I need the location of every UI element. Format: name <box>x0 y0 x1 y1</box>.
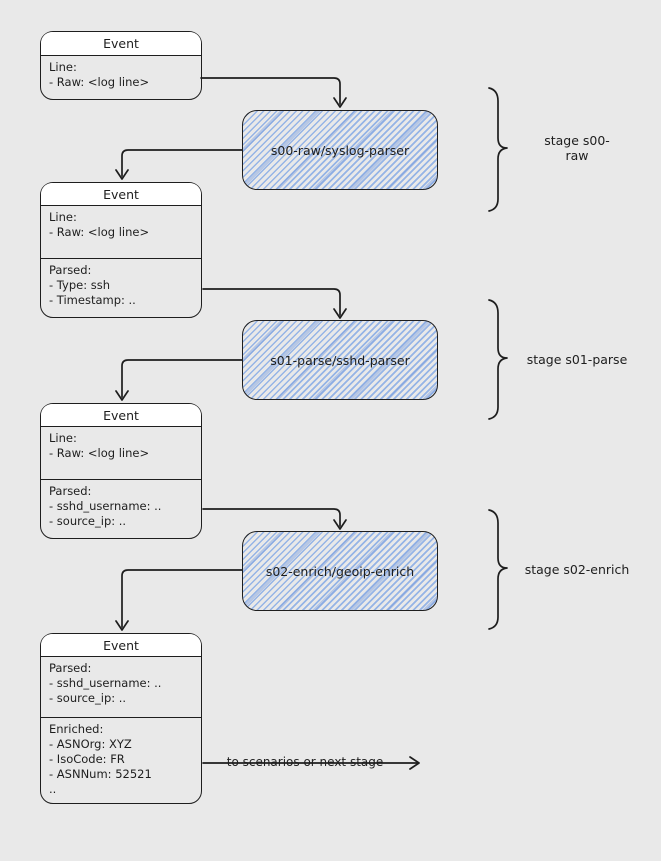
event-box-title: Event <box>41 32 201 56</box>
event-box-title: Event <box>41 404 201 427</box>
stage-bracket-1 <box>488 87 508 212</box>
stage-label-s01-parse: stage s01-parse <box>526 352 628 367</box>
arrowhead-down <box>115 390 129 401</box>
connector-event2-to-parser2 <box>202 288 341 316</box>
output-arrow-label: to scenarios or next stage <box>226 755 384 769</box>
connector-parser1-to-event2 <box>121 149 243 177</box>
parser-node-label: s00-raw/syslog-parser <box>270 142 410 158</box>
event-box-title: Event <box>41 183 201 206</box>
event-line-section: Line: - Raw: <log line> <box>49 60 150 89</box>
connector-parser3-to-event4 <box>121 569 243 628</box>
parser-node-s01: s01-parse/sshd-parser <box>242 320 438 400</box>
event-box-1: Event Line: - Raw: <log line> <box>40 31 202 100</box>
event-enriched-section: Enriched: - ASNOrg: XYZ - IsoCode: FR - … <box>41 717 201 801</box>
parser-node-s02: s02-enrich/geoip-enrich <box>242 531 438 611</box>
event-line-section: Line: - Raw: <log line> <box>49 431 150 460</box>
stage-label-s02-enrich: stage s02-enrich <box>524 562 630 577</box>
arrowhead-right <box>409 756 420 770</box>
arrowhead-down <box>115 620 129 631</box>
event-line-section: Line: - Raw: <log line> <box>49 210 150 239</box>
parser-node-label: s01-parse/sshd-parser <box>270 352 410 368</box>
stage-bracket-2 <box>488 299 508 420</box>
arrowhead-down <box>333 519 347 530</box>
arrowhead-down <box>333 97 347 108</box>
event-box-title: Event <box>41 634 201 657</box>
event-box-4: Event Parsed: - sshd_username: .. - sour… <box>40 633 202 804</box>
event-box-2: Event Line: - Raw: <log line> Parsed: - … <box>40 182 202 318</box>
stage-bracket-3 <box>488 509 508 630</box>
event-parsed-section: Parsed: - Type: ssh - Timestamp: .. .. <box>41 258 201 315</box>
stage-label-s00-raw: stage s00- raw <box>544 133 610 163</box>
parser-node-label: s02-enrich/geoip-enrich <box>265 563 415 579</box>
connector-parser2-to-event3 <box>121 359 243 398</box>
arrowhead-down <box>333 308 347 319</box>
event-box-3: Event Line: - Raw: <log line> Parsed: - … <box>40 403 202 539</box>
event-parsed-section: Parsed: - sshd_username: .. - source_ip:… <box>49 661 162 705</box>
connector-event3-to-parser3 <box>202 508 341 527</box>
event-parsed-section: Parsed: - sshd_username: .. - source_ip:… <box>41 479 201 536</box>
connector-event1-to-parser1 <box>200 77 341 105</box>
parser-node-s00: s00-raw/syslog-parser <box>242 110 438 190</box>
arrowhead-down <box>115 169 129 180</box>
